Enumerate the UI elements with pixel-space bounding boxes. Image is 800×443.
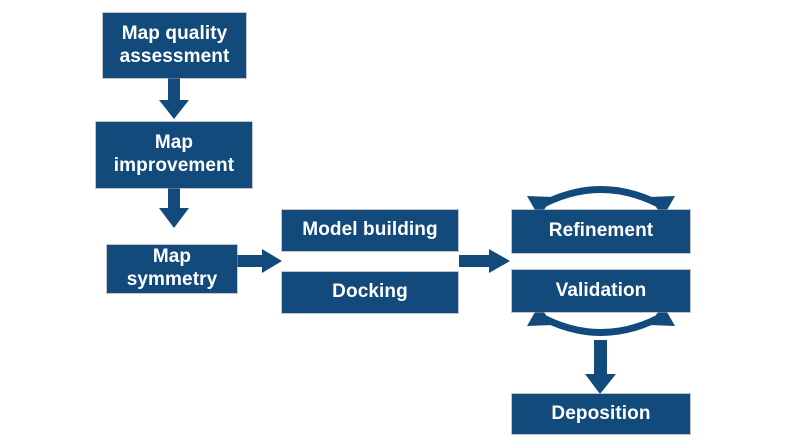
node-label-validation: Validation — [555, 279, 647, 301]
arrow-symmetry-to-modelbuilding — [237, 249, 282, 273]
arrow-quality-to-improvement — [159, 78, 189, 119]
node-label-line2: improvement — [113, 155, 235, 176]
arrow-improvement-to-symmetry — [159, 188, 189, 228]
arrow-modelbuilding-to-refinement — [459, 249, 510, 273]
node-label-line1: Map — [154, 132, 194, 154]
node-label-deposition: Deposition — [551, 402, 651, 424]
node-label-line1: Map — [152, 246, 192, 268]
node-label-model-building: Model building — [302, 219, 438, 241]
node-refinement[interactable]: Refinement — [512, 210, 690, 253]
node-deposition[interactable]: Deposition — [512, 394, 690, 434]
node-label-line2: symmetry — [126, 269, 218, 290]
node-validation[interactable]: Validation — [512, 270, 690, 312]
node-docking[interactable]: Docking — [282, 272, 458, 313]
node-label-line2: assessment — [119, 45, 230, 67]
node-model-building[interactable]: Model building — [282, 210, 458, 251]
node-label-docking: Docking — [332, 281, 408, 303]
node-label-refinement: Refinement — [548, 220, 654, 242]
node-label-line1: Map quality — [121, 22, 228, 44]
arrow-cycle-to-deposition — [585, 340, 616, 394]
